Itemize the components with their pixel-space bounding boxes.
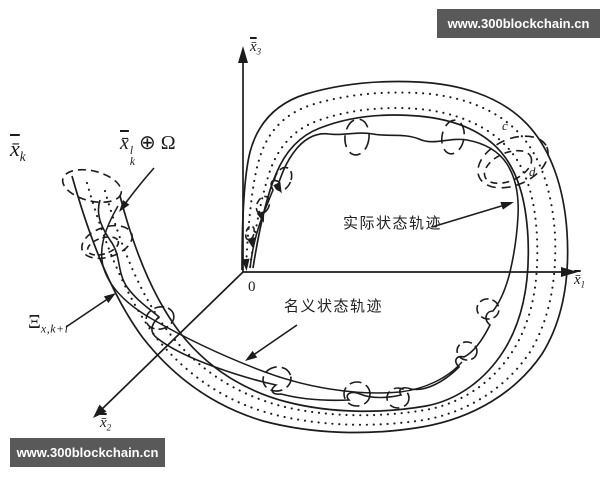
initial-state-label: x̄k [10,136,27,165]
reachable-set-superscript: l [129,143,134,157]
actual-trajectory-leader [431,203,509,228]
tube-boundaries [71,80,569,434]
cross-section-ellipse [456,341,478,361]
direction-arrowhead [247,237,255,249]
cross-section-ellipse [61,168,123,204]
axis-x3-label: x̄3 [250,39,262,57]
cross-section-ellipse [244,225,256,241]
direction-arrowhead [256,211,265,223]
cross-section-ellipse [344,118,370,156]
actual-trajectory-label: 实际状态轨迹 [343,216,443,232]
cross-section-ellipse [86,236,120,256]
point-c-label: c [502,118,508,133]
cross-section-ellipse [477,135,549,189]
tube-dotted-bounds [85,91,557,426]
axis-x1-label: x̄1 [574,272,586,290]
tube-outer-boundary [71,80,569,434]
cross-section-ellipse [440,119,466,155]
axis-x2-label: x̄2 [100,415,112,433]
nominal-trajectory-leader [248,324,298,359]
nominal-trajectory-line [100,205,463,394]
cross-section-ellipse [483,149,533,185]
cross-section-ellipse [343,381,371,407]
cross-section-ellipse [476,298,500,320]
origin-label: 0 [248,279,256,295]
watermark-top-right: www.300blockchain.cn [437,9,600,38]
trajectories [97,132,519,402]
coordinate-axes [93,46,578,418]
nominal-trajectory-label: 名义状态轨迹 [284,299,384,315]
leader-arrows [65,167,514,361]
trajectory-direction-arrows [241,181,282,271]
reachable-set-subscript: k [129,154,136,168]
axis-x1-arrowhead [561,267,578,277]
watermark-bottom-left: www.300blockchain.cn [10,438,165,467]
actual-trajectory-line [97,132,519,402]
axis-x2-line [99,271,244,412]
reachable-set-leader [121,167,155,209]
xi-set-label: Ξx,k+i [28,311,69,336]
reachable-set-arrowhead [119,200,130,212]
point-d-label: d [529,164,536,179]
cross-section-ellipse [273,166,293,192]
dotted-bound-outer [85,91,557,426]
axis-x2-arrowhead [93,404,107,418]
tube-inner-boundary [119,114,530,413]
actual-trajectory-arrowhead [500,202,514,210]
cross-section-ellipse [145,305,175,331]
direction-arrowhead [273,181,282,194]
xi-set-leader [65,295,113,328]
nominal-trajectory-arrowhead [245,350,258,361]
xi-set-arrowhead [103,293,116,303]
axis-x3-arrowhead [238,46,248,63]
